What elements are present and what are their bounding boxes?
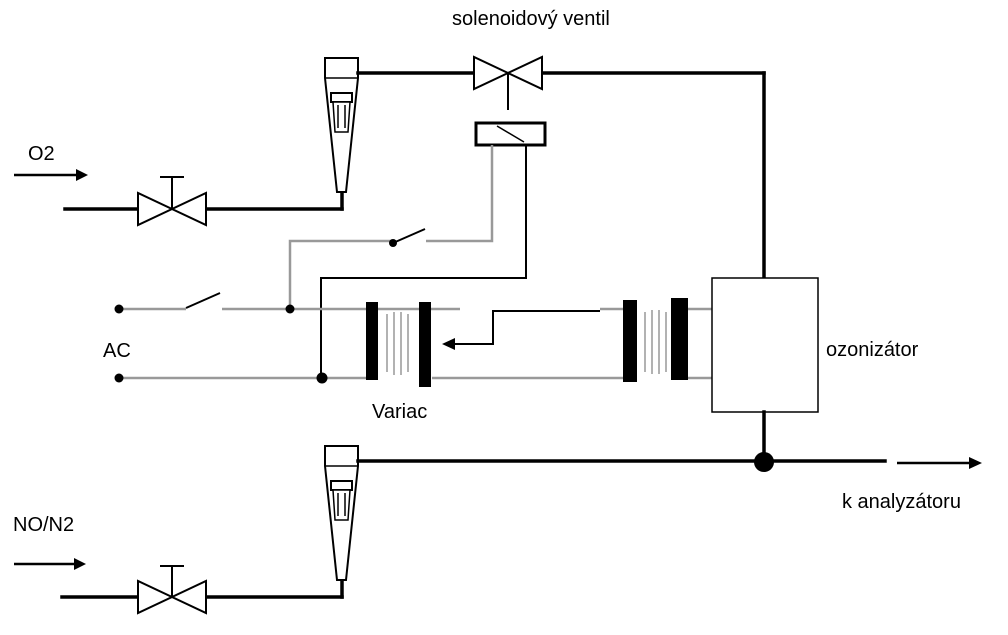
o2-pipe xyxy=(63,188,344,211)
o2-flowmeter-icon xyxy=(324,57,359,193)
ac-terminals xyxy=(114,304,328,384)
variac-label: Variac xyxy=(372,401,427,423)
o2-inlet-label: O2 xyxy=(28,143,55,165)
analyzer-outlet-label: k analyzátoru xyxy=(842,491,961,513)
variac-wiper-arrow-icon[interactable] xyxy=(442,310,600,350)
no-n2-inlet-arrow xyxy=(14,558,86,570)
analyzer-outlet-arrow xyxy=(897,457,982,469)
mixing-junction xyxy=(754,452,774,472)
ozonizer-box xyxy=(711,277,819,413)
no-n2-flowmeter-icon xyxy=(324,445,359,581)
no-n2-inlet-label: NO/N2 xyxy=(13,514,74,536)
solenoid-wiring xyxy=(288,145,527,378)
solenoid-valve-label: solenoidový ventil xyxy=(452,8,610,30)
ac-label: AC xyxy=(103,340,131,362)
o2-to-ozonizer-pipe xyxy=(356,71,766,280)
solenoid-switch-icon[interactable] xyxy=(389,228,426,247)
solenoid-valve-icon xyxy=(473,55,543,110)
no-n2-needle-valve-icon xyxy=(137,565,207,615)
no-n2-pipe xyxy=(60,578,344,599)
ac-main-switch-icon[interactable] xyxy=(185,292,221,309)
o2-inlet-arrow xyxy=(14,169,88,181)
o2-needle-valve-icon xyxy=(137,176,207,227)
hv-transformer-icon xyxy=(623,298,688,382)
ozonizer-label: ozonizátor xyxy=(826,339,919,361)
solenoid-coil-icon xyxy=(474,121,547,147)
variac-transformer-icon xyxy=(366,302,431,387)
